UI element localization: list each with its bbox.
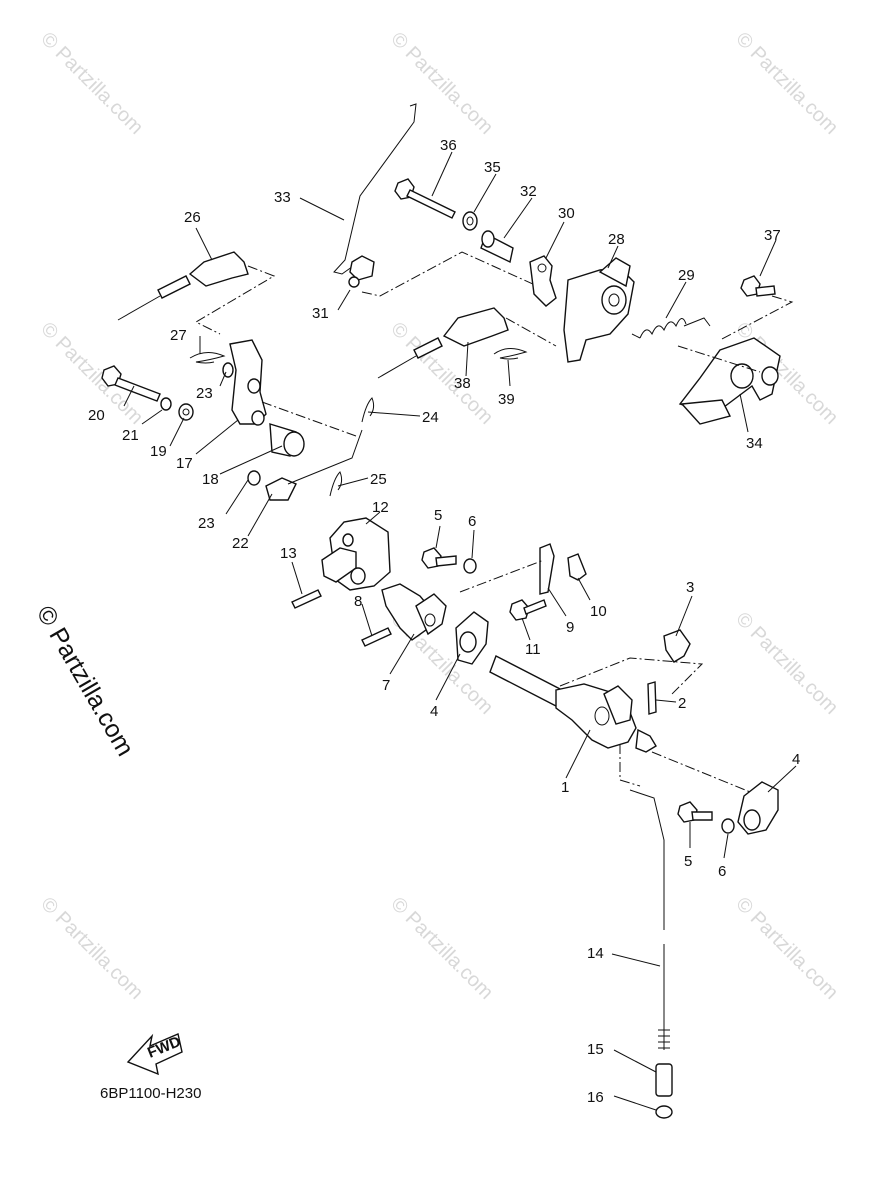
- callout-6: 6: [718, 863, 726, 880]
- callout-35: 35: [484, 159, 501, 176]
- callout-32: 32: [520, 183, 537, 200]
- callout-34: 34: [746, 435, 763, 452]
- watermark: © Partzilla.com: [731, 608, 842, 719]
- callout-5: 5: [434, 507, 442, 524]
- callout-14: 14: [587, 945, 604, 962]
- callout-23: 23: [196, 385, 213, 402]
- callout-26: 26: [184, 209, 201, 226]
- callout-4: 4: [430, 703, 438, 720]
- callout-25: 25: [370, 471, 387, 488]
- callout-7: 7: [382, 677, 390, 694]
- callout-24: 24: [422, 409, 439, 426]
- callout-28: 28: [608, 231, 625, 248]
- callout-38: 38: [454, 375, 471, 392]
- callout-12: 12: [372, 499, 389, 516]
- callout-15: 15: [587, 1041, 604, 1058]
- callout-19: 19: [150, 443, 167, 460]
- fwd-arrow-icon: FWD: [126, 1033, 183, 1076]
- callout-18: 18: [202, 471, 219, 488]
- callout-10: 10: [590, 603, 607, 620]
- lever-group: [101, 339, 587, 665]
- watermark: © Partzilla.com: [36, 28, 147, 139]
- watermark: © Partzilla.com: [386, 28, 497, 139]
- callout-labels: 1 2 3 4 4 5 5 6 6 7 8 9 10 11 12 13 14 1…: [88, 137, 800, 1106]
- callout-8: 8: [354, 593, 362, 610]
- throttle-cable-group: [117, 103, 794, 425]
- callout-21: 21: [122, 427, 139, 444]
- callout-16: 16: [587, 1089, 604, 1106]
- callout-13: 13: [280, 545, 297, 562]
- watermark-large: © Partzilla.com: [31, 601, 139, 761]
- callout-33: 33: [274, 189, 291, 206]
- watermark: © Partzilla.com: [731, 28, 842, 139]
- diagram-code: 6BP1100-H230: [100, 1085, 201, 1102]
- callout-27: 27: [170, 327, 187, 344]
- callout-29: 29: [678, 267, 695, 284]
- callout-11: 11: [525, 641, 541, 658]
- callout-6: 6: [468, 513, 476, 530]
- watermark: © Partzilla.com: [386, 893, 497, 1004]
- callout-1: 1: [561, 779, 569, 796]
- callout-30: 30: [558, 205, 575, 222]
- callout-2: 2: [678, 695, 686, 712]
- callout-23: 23: [198, 515, 215, 532]
- callout-17: 17: [176, 455, 193, 472]
- callout-5: 5: [684, 853, 692, 870]
- watermark: © Partzilla.com: [731, 893, 842, 1004]
- shift-shaft-group: [489, 629, 779, 1119]
- leader-lines: [123, 151, 797, 1111]
- callout-4: 4: [792, 751, 800, 768]
- callout-36: 36: [440, 137, 457, 154]
- callout-31: 31: [312, 305, 329, 322]
- callout-37: 37: [764, 227, 781, 244]
- callout-3: 3: [686, 579, 694, 596]
- callout-20: 20: [88, 407, 105, 424]
- callout-22: 22: [232, 535, 249, 552]
- callout-39: 39: [498, 391, 515, 408]
- watermark: © Partzilla.com: [36, 893, 147, 1004]
- callout-9: 9: [566, 619, 574, 636]
